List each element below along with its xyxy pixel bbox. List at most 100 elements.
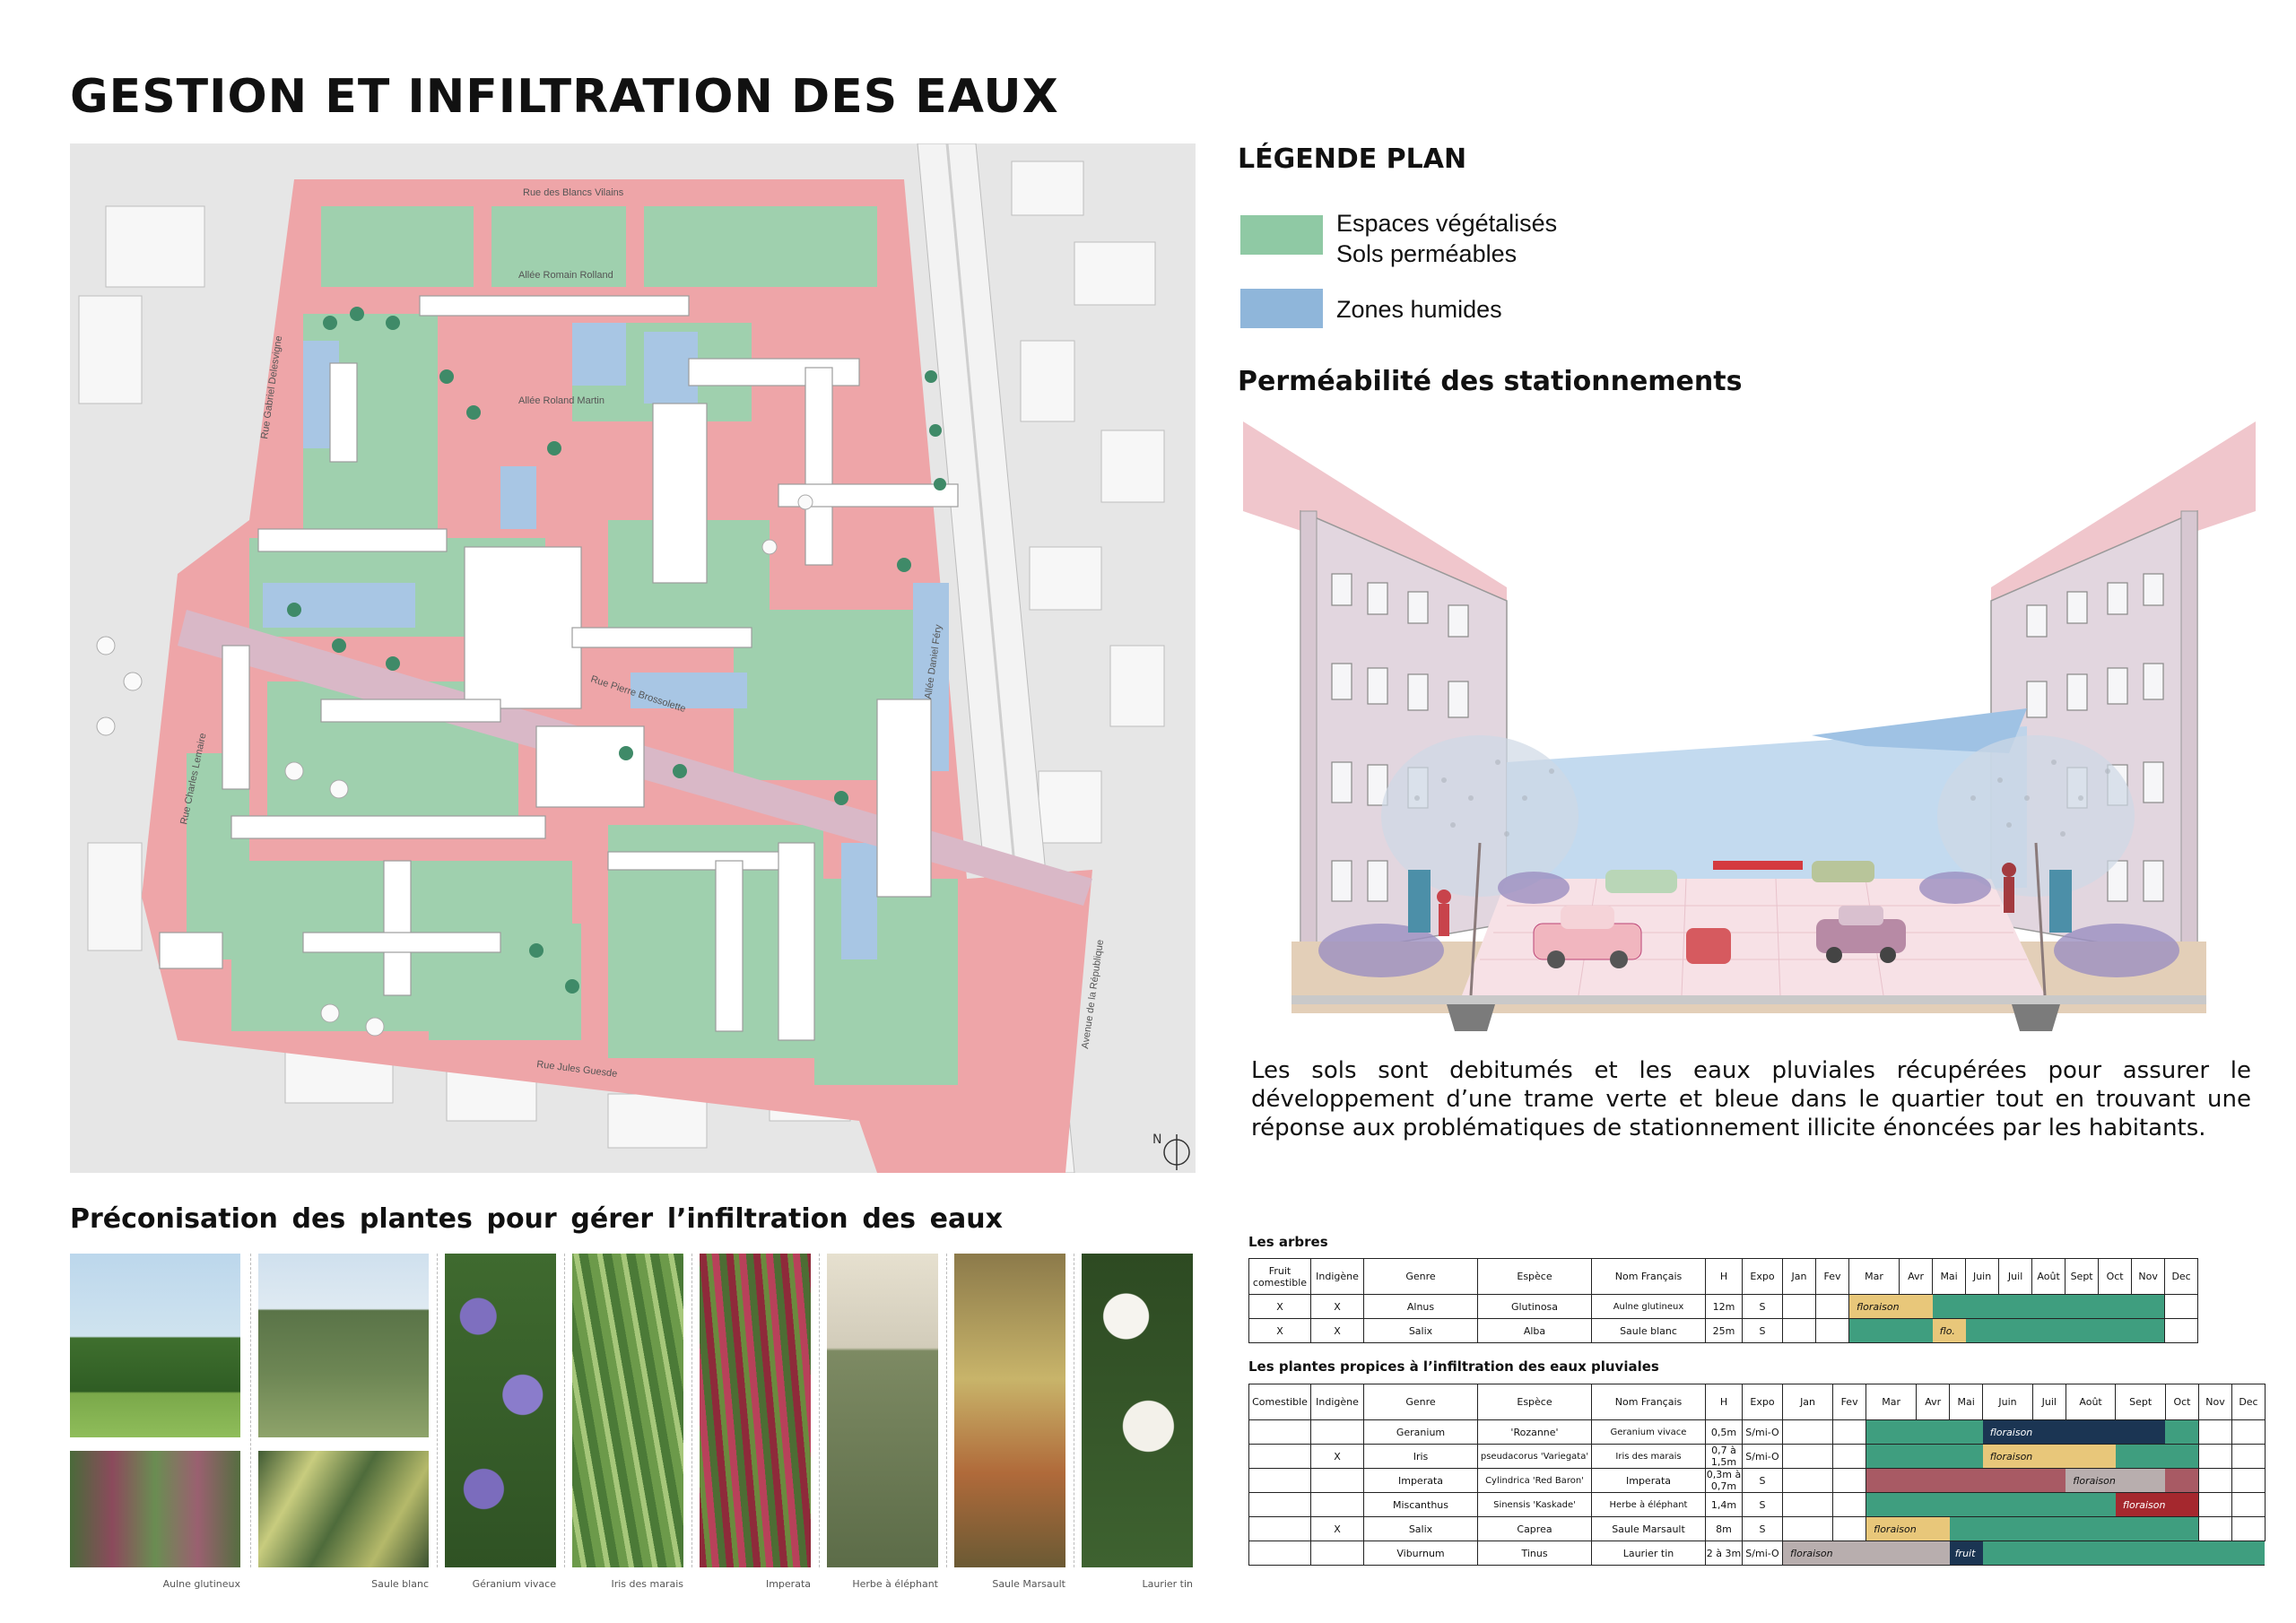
calendar-cell bbox=[1899, 1318, 1933, 1343]
calendar-cell bbox=[2115, 1444, 2166, 1469]
phase-label: floraison bbox=[1848, 1294, 1900, 1319]
table-cell: Salix bbox=[1363, 1516, 1478, 1541]
month-header: Oct bbox=[2164, 1384, 2199, 1420]
header-cell: Expo bbox=[1742, 1384, 1783, 1420]
plants-table: Comestible Indigène Genre Espèce Nom Fra… bbox=[1248, 1384, 2266, 1566]
table-cell: S bbox=[1742, 1294, 1783, 1319]
table-cell: Saule blanc bbox=[1591, 1318, 1706, 1343]
table-cell: Cylindrica 'Red Baron' bbox=[1477, 1468, 1592, 1493]
table-cell: X bbox=[1310, 1318, 1364, 1343]
month-header: Fev bbox=[1832, 1384, 1867, 1420]
header-cell: Comestible bbox=[1248, 1384, 1311, 1420]
calendar-cell bbox=[1866, 1492, 1917, 1517]
month-header: Sept bbox=[2065, 1258, 2100, 1295]
calendar-cell bbox=[2098, 1318, 2132, 1343]
header-cell: H bbox=[1705, 1384, 1743, 1420]
street-label: Rue des Blancs Vilains bbox=[523, 187, 624, 198]
calendar-cell bbox=[1998, 1318, 2032, 1343]
month-header: Avr bbox=[1916, 1384, 1951, 1420]
phase-label: floraison bbox=[1866, 1516, 1917, 1541]
table-cell: Saule Marsault bbox=[1591, 1516, 1706, 1541]
calendar-cell bbox=[1949, 1444, 1983, 1469]
header-cell: Indigène bbox=[1310, 1258, 1364, 1295]
calendar-cell bbox=[1781, 1492, 1834, 1517]
table-cell: 0,7 à 1,5m bbox=[1705, 1444, 1743, 1469]
calendar-cell bbox=[2197, 1516, 2232, 1541]
month-header: Mar bbox=[1848, 1258, 1900, 1295]
calendar-cell bbox=[2031, 1318, 2066, 1343]
table-cell: S/mi-O bbox=[1742, 1541, 1783, 1566]
calendar-cell bbox=[1932, 1294, 1966, 1319]
calendar-cell bbox=[2164, 1318, 2199, 1343]
trees-table-title: Les arbres bbox=[1248, 1234, 1328, 1250]
blue-swatch bbox=[1240, 289, 1323, 328]
calendar-cell bbox=[2115, 1516, 2166, 1541]
phase-label: flo. bbox=[1932, 1318, 1966, 1343]
header-cell: Genre bbox=[1363, 1258, 1478, 1295]
calendar-cell bbox=[1965, 1318, 1999, 1343]
photo-caption: Herbe à éléphant bbox=[852, 1578, 938, 1590]
calendar-cell bbox=[1916, 1468, 1950, 1493]
calendar-cell bbox=[1949, 1419, 1983, 1445]
table-cell: S/mi-O bbox=[1742, 1419, 1783, 1445]
photo-miscanthus bbox=[827, 1254, 938, 1567]
header-cell: Expo bbox=[1742, 1258, 1783, 1295]
calendar-cell bbox=[1815, 1318, 1849, 1343]
table-cell bbox=[1248, 1419, 1311, 1445]
calendar-cell bbox=[1998, 1294, 2032, 1319]
calendar-cell bbox=[2198, 1541, 2232, 1566]
month-header: Août bbox=[2065, 1384, 2117, 1420]
calendar-cell bbox=[1899, 1294, 1933, 1319]
table-cell: 'Rozanne' bbox=[1477, 1419, 1592, 1445]
photo-laurier-tin bbox=[1082, 1254, 1193, 1567]
calendar-cell bbox=[1832, 1468, 1867, 1493]
header-cell: Espèce bbox=[1477, 1258, 1592, 1295]
calendar-cell bbox=[2115, 1541, 2166, 1566]
calendar-cell bbox=[1982, 1516, 2033, 1541]
calendar-cell bbox=[1848, 1318, 1900, 1343]
photo-saule-blanc-tree bbox=[258, 1254, 429, 1437]
calendar-cell bbox=[1949, 1516, 1983, 1541]
calendar-cell bbox=[1781, 1444, 1834, 1469]
calendar-cell bbox=[2066, 1492, 2116, 1517]
month-header: Avr bbox=[1899, 1258, 1934, 1295]
calendar-cell bbox=[1916, 1516, 1950, 1541]
photo-aulne-tree bbox=[70, 1254, 240, 1437]
month-header: Juil bbox=[2031, 1384, 2066, 1420]
separator bbox=[564, 1254, 565, 1567]
photo-caption: Iris des marais bbox=[611, 1578, 683, 1590]
calendar-cell bbox=[1866, 1541, 1917, 1566]
calendar-cell bbox=[2165, 1516, 2199, 1541]
table-cell: 1,4m bbox=[1705, 1492, 1743, 1517]
calendar-cell bbox=[1866, 1419, 1917, 1445]
month-header: Jan bbox=[1781, 1384, 1834, 1420]
calendar-cell bbox=[1866, 1468, 1917, 1493]
trees-table: Fruit comestible Indigène Genre Espèce N… bbox=[1248, 1258, 2199, 1343]
table-cell: Alnus bbox=[1363, 1294, 1478, 1319]
month-header: Jan bbox=[1782, 1258, 1816, 1295]
calendar-cell bbox=[2115, 1468, 2166, 1493]
photo-caption: Aulne glutineux bbox=[162, 1578, 240, 1590]
month-header: Dec bbox=[2231, 1384, 2266, 1420]
table-cell: 0,3m à 0,7m bbox=[1705, 1468, 1743, 1493]
photo-geranium bbox=[445, 1254, 556, 1567]
calendar-cell bbox=[2197, 1492, 2232, 1517]
calendar-cell bbox=[2032, 1444, 2066, 1469]
calendar-cell bbox=[2165, 1541, 2199, 1566]
header-cell: Fruit comestible bbox=[1248, 1258, 1311, 1295]
month-header: Juil bbox=[1998, 1258, 2033, 1295]
calendar-cell bbox=[2066, 1516, 2116, 1541]
calendar-cell bbox=[2165, 1492, 2199, 1517]
month-header: Juin bbox=[1965, 1258, 2000, 1295]
table-cell: S/mi-O bbox=[1742, 1444, 1783, 1469]
separator bbox=[819, 1254, 820, 1567]
calendar-cell bbox=[2032, 1516, 2066, 1541]
table-cell bbox=[1310, 1541, 1364, 1566]
photo-caption: Imperata bbox=[765, 1578, 811, 1590]
calendar-cell bbox=[2197, 1444, 2232, 1469]
table-cell: Iris bbox=[1363, 1444, 1478, 1469]
photo-aulne-catkins bbox=[70, 1451, 240, 1567]
